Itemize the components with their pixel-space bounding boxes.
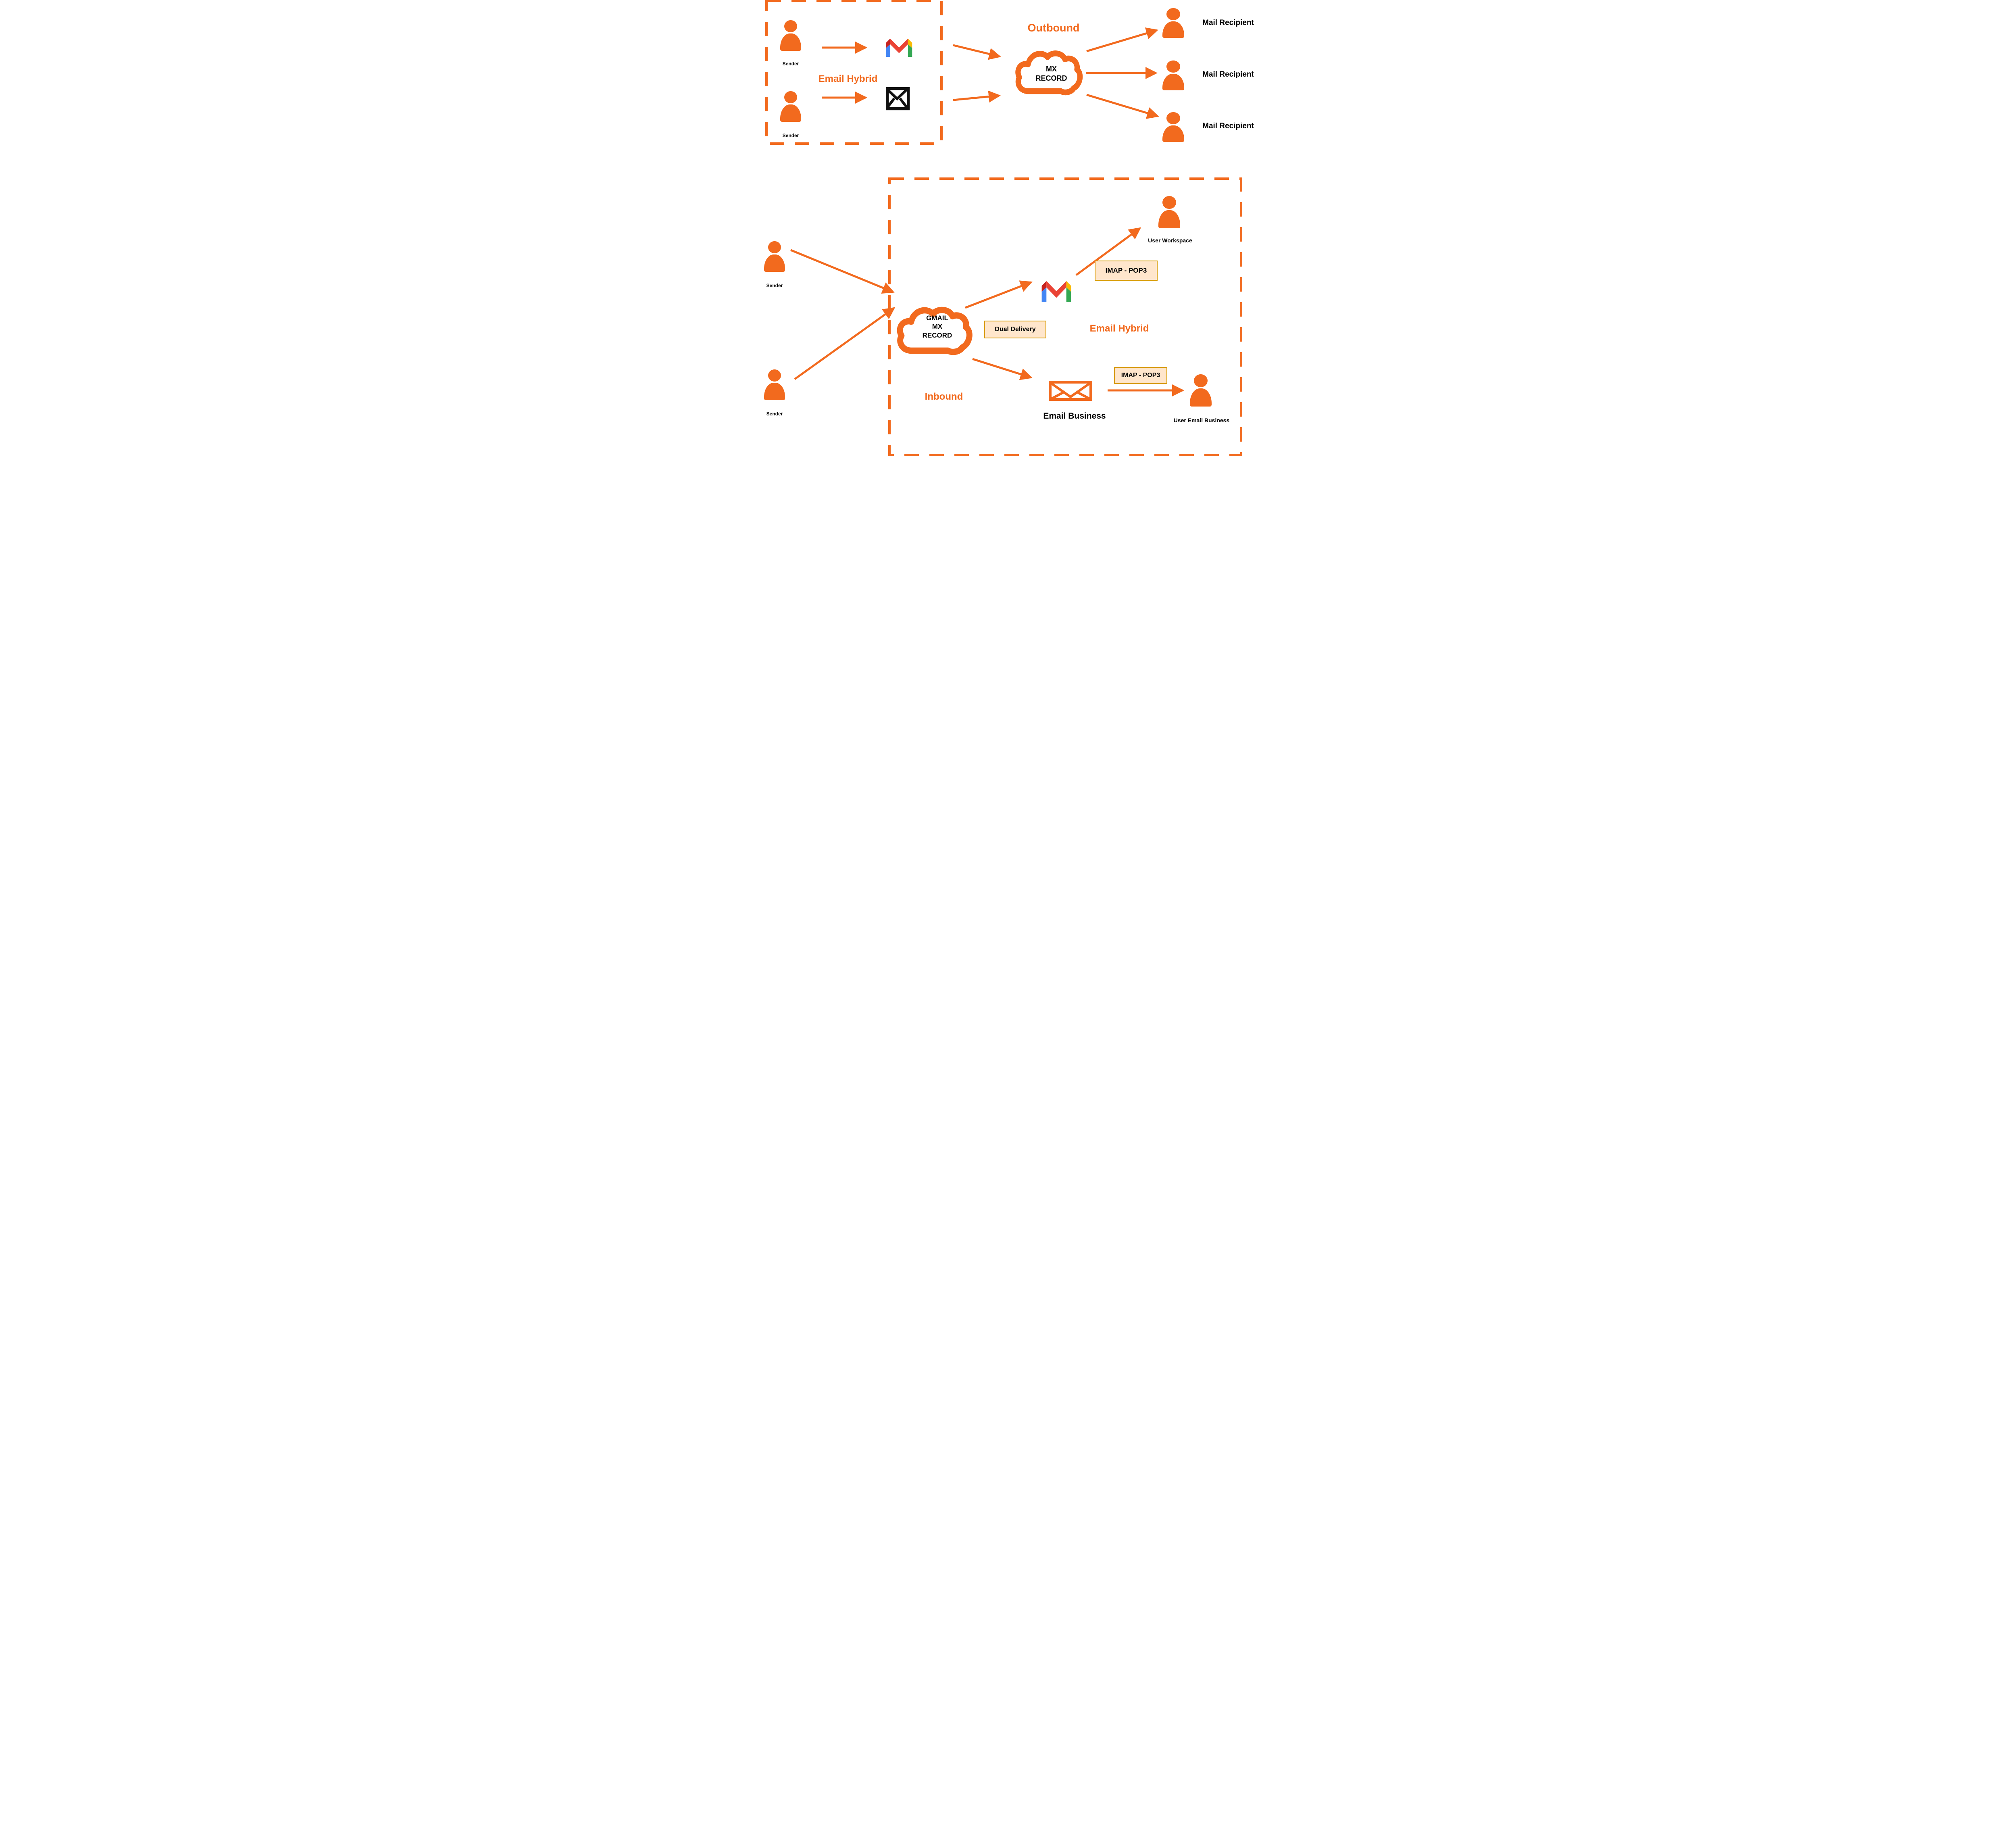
person-icon-sender-1 <box>780 20 801 51</box>
email-hybrid-architecture-diagram: Outbound Email Hybrid Sender Sender MX R… <box>756 0 1260 458</box>
person-icon-recipient-3 <box>1162 112 1184 142</box>
envelope-icon <box>886 87 910 111</box>
sender-1-label: Sender <box>782 61 799 67</box>
arrow-gmail-to-user-workspace <box>1075 227 1141 276</box>
sender-3-label: Sender <box>766 283 783 288</box>
arrow-sender4-to-gmail-mx <box>794 307 896 380</box>
person-icon-recipient-1 <box>1162 8 1184 38</box>
arrow-sender3-to-gmail-mx <box>790 249 895 294</box>
person-icon-user-email-business <box>1190 374 1212 407</box>
mx-record-cloud-shape <box>1015 50 1083 96</box>
mail-recipient-1-label: Mail Recipient <box>1202 19 1254 27</box>
mail-recipient-2-label: Mail Recipient <box>1202 70 1254 79</box>
diagram-canvas <box>765 0 1242 456</box>
inbound-group-dashed-box <box>888 177 1242 456</box>
gmail-mx-line3: RECORD <box>922 331 952 339</box>
arrow-gmail-to-mx-cloud <box>953 44 1001 60</box>
person-icon-user-workspace <box>1158 196 1180 228</box>
email-hybrid-label-bottom: Email Hybrid <box>1089 323 1149 334</box>
imap-pop3-workspace-label: IMAP - POP3 <box>1105 267 1147 274</box>
arrow-gmail-mx-to-gmail <box>965 280 1033 309</box>
arrow-envelope-to-mx-cloud <box>953 90 1001 103</box>
gmail-logo-icon <box>886 38 912 57</box>
outbound-title: Outbound <box>1027 22 1080 34</box>
mail-recipient-3-label: Mail Recipient <box>1202 122 1254 130</box>
person-icon-sender-2 <box>780 91 801 122</box>
sender-4-label: Sender <box>766 411 783 417</box>
gmail-mx-record-cloud-label: GMAIL MX RECORD <box>902 314 973 340</box>
arrow-mx-to-recipient1 <box>1086 27 1158 52</box>
arrow-gmail-mx-to-email-business <box>972 358 1033 380</box>
user-workspace-label: User Workspace <box>1148 237 1192 244</box>
mx-record-cloud-label: MX RECORD <box>1018 65 1085 83</box>
imap-pop3-chip-workspace: IMAP - POP3 <box>1095 261 1158 281</box>
dual-delivery-chip: Dual Delivery <box>984 321 1046 338</box>
arrow-mx-to-recipient3 <box>1086 94 1159 119</box>
person-icon-recipient-2 <box>1162 60 1184 90</box>
email-business-envelope-icon <box>1049 381 1092 401</box>
email-business-label: Email Business <box>1043 411 1106 421</box>
gmail-mx-record-cloud-shape <box>897 307 973 355</box>
inbound-label: Inbound <box>925 391 963 402</box>
mx-cloud-line2: RECORD <box>1035 74 1067 82</box>
mx-cloud-line1: MX <box>1046 65 1057 73</box>
gmail-mx-line1: GMAIL <box>926 314 948 322</box>
person-icon-sender-3 <box>764 241 785 272</box>
email-hybrid-label-top: Email Hybrid <box>818 73 878 84</box>
sender-2-label: Sender <box>782 133 799 138</box>
outbound-group-dashed-box <box>765 0 943 145</box>
gmail-logo-icon <box>1041 281 1071 302</box>
gmail-mx-line2: MX <box>932 323 943 331</box>
person-icon-sender-4 <box>764 369 785 400</box>
imap-pop3-business-label: IMAP - POP3 <box>1121 372 1160 379</box>
user-email-business-label: User Email Business <box>1173 417 1230 423</box>
imap-pop3-chip-business: IMAP - POP3 <box>1114 367 1167 384</box>
dual-delivery-label: Dual Delivery <box>995 326 1036 333</box>
